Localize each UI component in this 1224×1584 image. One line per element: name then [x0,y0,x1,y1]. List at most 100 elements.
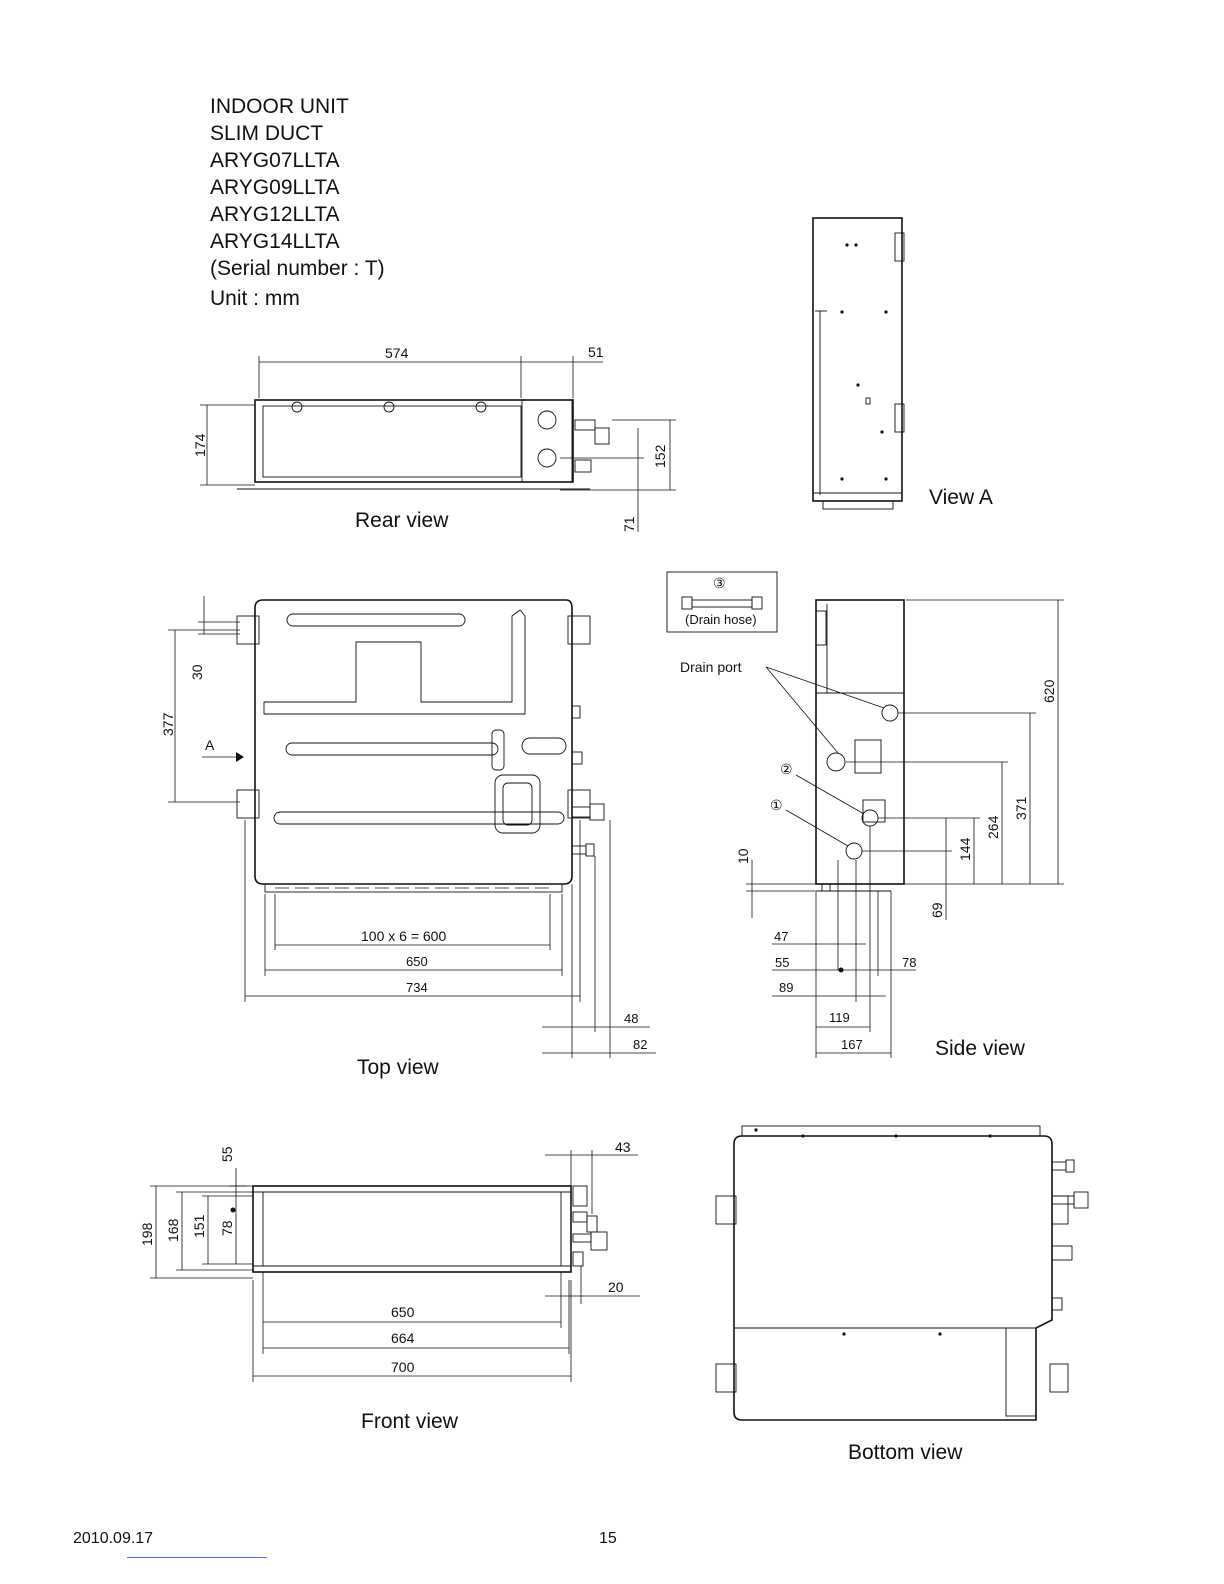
header-unit: Unit : mm [210,287,300,310]
rear-dim-152: 152 [652,444,668,468]
rear-view-drawing: 574 51 174 152 71 [192,344,676,532]
top-pipe-gas [571,845,587,855]
side-foot-left [821,883,831,892]
front-view-drawing: 198 168 151 78 55 43 20 650 664 700 [139,1139,640,1382]
rear-pipe-port-liquid [537,448,557,468]
front-ref-point [230,1207,236,1213]
side-dim-371: 371 [1013,796,1029,820]
top-view-arrow-head [236,752,244,762]
side-control-cover [854,739,882,774]
bottom-body-outline [733,1135,1053,1421]
drain-hose-end-right [751,596,763,610]
rear-control-box [521,399,573,483]
bottom-hanger-bracket-4 [1049,1363,1069,1393]
view-a-screw-6 [880,430,884,434]
side-dim-55: 55 [775,955,789,970]
side-hanger-bracket [815,610,827,646]
top-dim-48: 48 [624,1011,638,1026]
top-rib-1 [286,613,466,627]
rear-dim-574: 574 [385,345,409,361]
footer-link-underline [127,1557,267,1558]
side-dim-10: 10 [735,848,751,864]
footer-date: 2010.09.17 [73,1530,154,1547]
top-duct-flange [264,883,563,893]
bottom-screw-4 [988,1134,992,1138]
side-port-1 [845,842,863,860]
rear-flare-nut-1 [594,427,610,445]
top-view-drawing: A 30 377 100 x 6 = 600 650 734 48 82 [160,596,656,1058]
side-view-caption: Side view [935,1037,1025,1060]
front-dim-650: 650 [391,1304,415,1320]
view-a-hinge-bottom [894,403,905,433]
front-flare-nut-2 [590,1231,608,1251]
view-a-screw-2 [854,243,858,247]
bottom-gas-nut [1065,1159,1075,1173]
top-rib-3 [273,811,565,825]
front-view-caption: Front view [361,1410,458,1433]
rear-dim-174: 174 [192,433,208,457]
side-drain-port-lower [826,752,846,772]
drain-hose-body [691,599,753,608]
view-a-screw-4 [884,310,888,314]
top-rib-frame [263,609,526,715]
rear-duct-opening [262,405,522,478]
front-pipe-stub-1 [572,1211,588,1223]
port-1-leader [785,809,849,847]
port-2-leader [795,774,865,815]
bottom-duct-flange [741,1125,1041,1137]
view-a-drawing [812,217,905,510]
side-dim-264: 264 [985,815,1001,839]
top-view-arrow-label: A [205,737,215,753]
rear-hanger-1 [291,401,303,413]
view-a-tab [865,397,871,405]
top-pipe-stub-1 [571,705,581,719]
drain-hose-label: (Drain hose) [685,612,757,627]
top-rib-2 [285,742,499,756]
rear-pipe-stub-2 [574,459,592,473]
drain-hose-box [666,571,778,633]
bottom-pipe-stub-2 [1051,1297,1063,1311]
side-dim-144: 144 [957,837,973,861]
header-model-1: ARYG07LLTA [210,149,340,172]
rear-hanger-3 [475,401,487,413]
drain-hose-accessory: ③ (Drain hose) [666,571,778,633]
bottom-pipe-stub-1 [1051,1245,1073,1261]
top-flare-nut [589,803,605,821]
view-a-caption: View A [929,486,993,509]
front-pipe-stub-2 [572,1233,592,1243]
view-a-screw-5 [856,383,860,387]
view-a-screw-8 [884,477,888,481]
front-flare-nut-1 [586,1215,598,1233]
drain-hose-end-left [681,596,693,610]
front-dim-664: 664 [391,1330,415,1346]
side-dim-78: 78 [902,955,916,970]
view-a-screw-3 [840,310,844,314]
front-dim-55: 55 [219,1146,235,1162]
front-body-outline [252,1185,572,1273]
port-1-label: ① [770,797,783,813]
bottom-flare-nut [1073,1191,1089,1209]
bottom-hanger-bracket-3 [1051,1195,1069,1225]
front-dim-168: 168 [165,1218,181,1242]
rear-pipe-port-gas [537,410,557,430]
rear-hanger-2 [383,401,395,413]
side-dim-47: 47 [774,929,788,944]
front-pipe-stub-3 [572,1251,584,1267]
bottom-control-box [1005,1327,1037,1417]
top-dim-600: 100 x 6 = 600 [361,928,446,944]
side-view-drawing: Drain port ② ① 620 371 264 144 69 10 47 [680,599,1064,1058]
top-pipe-stub-2 [571,751,583,765]
front-dim-43: 43 [615,1139,631,1155]
bottom-screw-5 [842,1332,846,1336]
view-a-outline [812,217,903,502]
header-series: SLIM DUCT [210,122,324,145]
top-view-caption: Top view [357,1056,439,1079]
side-dim-167: 167 [841,1037,863,1052]
front-dim-198: 198 [139,1222,155,1246]
side-pipe-bracket [862,799,886,823]
header-model-2: ARYG09LLTA [210,176,340,199]
side-drain-port-upper [881,704,899,722]
view-a-hinge-top [894,232,905,262]
top-control-cover [494,774,541,834]
side-dim-119: 119 [829,1010,850,1025]
